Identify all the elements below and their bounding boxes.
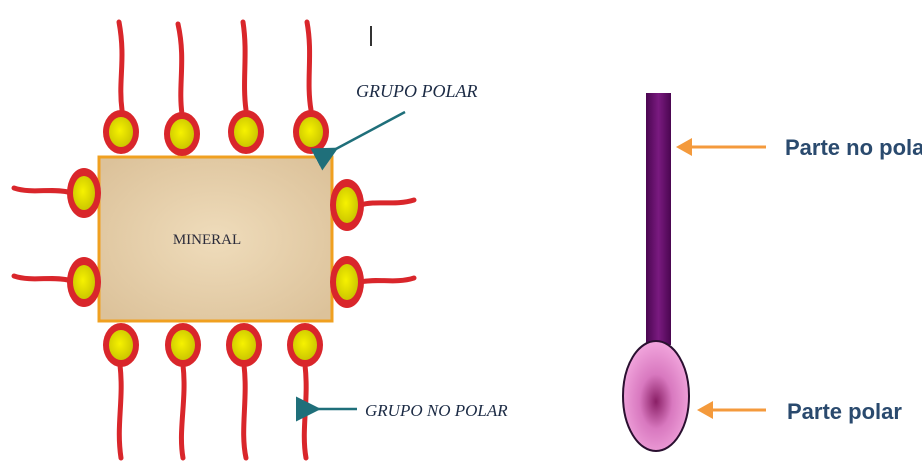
collector-molecule: Parte no polar Parte polar [623,93,922,451]
polar-head-bulb [623,341,689,451]
polar-head [336,187,358,223]
polar-head [171,330,195,360]
polar-head [234,117,258,147]
nonpolar-part-arrowhead [676,138,692,156]
polar-part-label: Parte polar [787,399,902,424]
bottom-tails [119,365,306,458]
tail [181,365,184,458]
polar-head [73,176,95,210]
tail [360,278,414,282]
left-tails [14,188,68,280]
tail [244,365,246,458]
polar-head [293,330,317,360]
tail [304,365,306,458]
polar-group-arrow [334,112,405,150]
polar-head [299,117,323,147]
top-heads [103,110,329,156]
polar-head [170,119,194,149]
mineral-group: MINERAL [14,22,508,458]
tail [360,200,414,205]
tail [178,24,182,114]
polar-head [232,330,256,360]
right-heads [330,179,364,308]
polar-head [336,264,358,300]
polar-head [73,265,95,299]
tail [307,22,311,110]
tail [14,188,68,192]
nonpolar-part-label: Parte no polar [785,135,922,160]
tail [119,22,122,110]
tail [119,365,121,458]
polar-part-arrowhead [697,401,713,419]
mineral-label: MINERAL [173,232,241,248]
polar-head [109,117,133,147]
tail [14,276,68,280]
nonpolar-group-label: GRUPO NO POLAR [365,401,508,420]
right-tails [360,200,414,282]
left-heads [67,168,101,307]
bottom-heads [103,323,323,367]
polar-group-label: GRUPO POLAR [356,81,477,101]
top-tails [119,22,311,114]
nonpolar-stem [646,93,671,345]
polar-head [109,330,133,360]
tail [243,22,246,110]
